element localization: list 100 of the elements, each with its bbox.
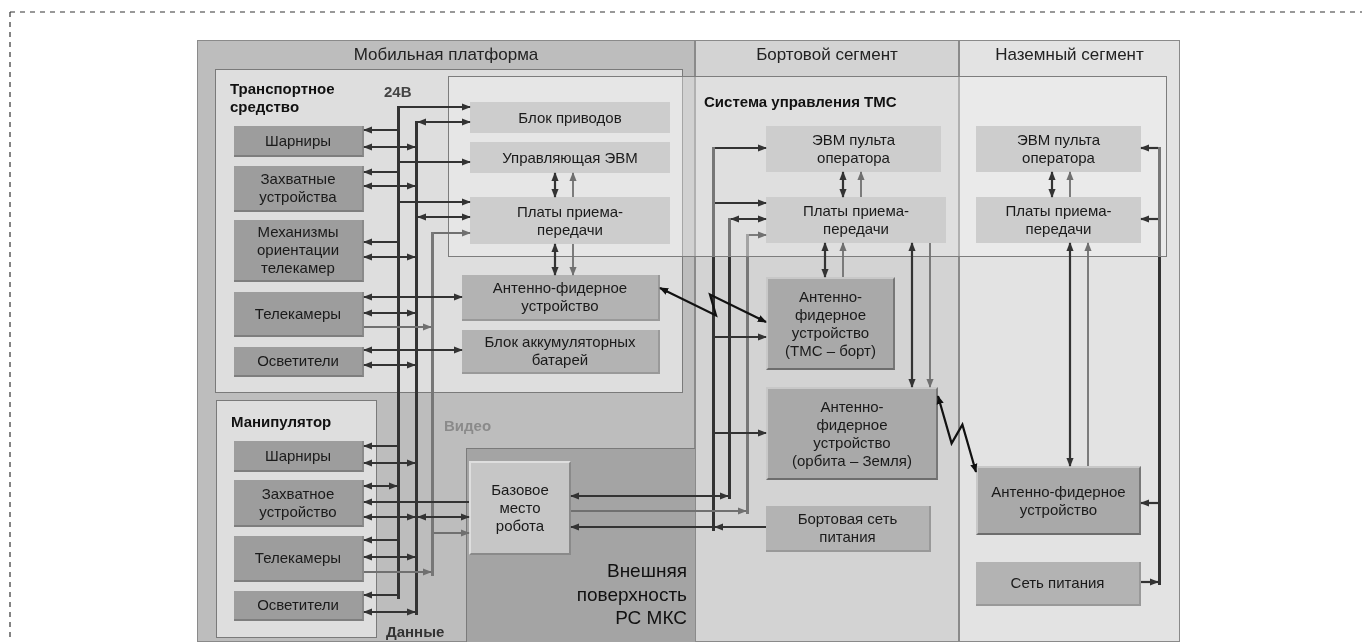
arrow bbox=[926, 242, 934, 388]
arrow bbox=[839, 242, 847, 278]
segment-panel bbox=[695, 40, 959, 642]
group-panel bbox=[216, 400, 377, 638]
panel-title: Бортовой сегмент bbox=[755, 45, 899, 65]
arrow bbox=[363, 608, 416, 616]
arrow bbox=[715, 333, 767, 341]
arrow bbox=[570, 507, 747, 515]
group-panel bbox=[215, 69, 683, 393]
arrow bbox=[363, 498, 469, 506]
arrow bbox=[1066, 171, 1074, 198]
process-box: ЭВМ пульта оператора bbox=[766, 126, 941, 172]
process-box: Осветители bbox=[234, 591, 364, 621]
surface-panel bbox=[466, 448, 696, 642]
arrow bbox=[417, 513, 470, 521]
arrow bbox=[363, 346, 397, 354]
arrow bbox=[714, 523, 766, 531]
arrow bbox=[433, 529, 470, 537]
bus-line bbox=[712, 147, 715, 531]
arrow bbox=[821, 242, 829, 278]
radio-link-arrow bbox=[936, 395, 978, 473]
arrow bbox=[551, 243, 559, 276]
process-box: Платы приема-передачи bbox=[976, 197, 1141, 243]
panel-title: Мобильная платформа bbox=[352, 45, 540, 65]
system-title: Система управления ТМС bbox=[704, 93, 897, 111]
bus-line bbox=[746, 234, 749, 514]
arrow bbox=[839, 171, 847, 198]
arrow bbox=[433, 229, 471, 237]
arrow bbox=[400, 103, 471, 111]
process-box: Шарниры bbox=[234, 441, 364, 472]
process-box: Базовое место робота bbox=[469, 461, 571, 555]
process-box: ЭВМ пульта оператора bbox=[976, 126, 1141, 172]
process-box: Телекамеры bbox=[234, 292, 364, 337]
arrow bbox=[569, 243, 577, 276]
arrow bbox=[908, 242, 916, 388]
arrow bbox=[417, 213, 471, 221]
arrow bbox=[363, 482, 398, 490]
arrow bbox=[363, 459, 416, 467]
arrow bbox=[715, 429, 767, 437]
panel-title: Манипулятор bbox=[231, 413, 333, 431]
process-box: Антенно-фидерное устройство bbox=[462, 275, 660, 321]
panel-title: Транспортное средство bbox=[230, 80, 336, 116]
arrow bbox=[1140, 144, 1158, 152]
radio-link-arrow bbox=[659, 287, 767, 323]
arrow bbox=[363, 513, 416, 521]
process-box: Платы приема-передачи bbox=[470, 197, 670, 244]
arrow bbox=[748, 231, 767, 239]
arrow bbox=[363, 323, 432, 331]
arrow bbox=[1066, 242, 1074, 467]
process-box: Механизмы ориентации телекамер bbox=[234, 220, 364, 282]
arrow bbox=[1084, 242, 1092, 467]
panel-title: Внешняя поверхность РС МКС bbox=[575, 558, 687, 630]
arrow bbox=[857, 171, 865, 198]
process-box: Блок приводов bbox=[470, 102, 670, 133]
process-box: Сеть питания bbox=[976, 562, 1141, 606]
arrow bbox=[363, 182, 416, 190]
process-box: Осветители bbox=[234, 347, 364, 377]
arrow bbox=[1141, 578, 1159, 586]
arrow bbox=[363, 553, 416, 561]
arrow bbox=[400, 293, 463, 301]
process-box: Захватное устройство bbox=[234, 480, 364, 527]
arrow bbox=[715, 144, 767, 152]
arrow bbox=[363, 309, 416, 317]
arrow bbox=[417, 118, 471, 126]
arrow bbox=[363, 568, 432, 576]
process-box: Шарниры bbox=[234, 126, 364, 157]
arrow bbox=[363, 238, 397, 246]
arrow bbox=[363, 168, 397, 176]
process-box: Блок аккумуляторных батарей bbox=[462, 330, 660, 374]
arrow bbox=[569, 172, 577, 198]
segment-panel bbox=[959, 40, 1180, 642]
arrow bbox=[400, 198, 471, 206]
arrow bbox=[570, 492, 729, 500]
process-box: Бортовая сеть питания bbox=[766, 506, 931, 552]
arrow bbox=[363, 126, 397, 134]
arrow bbox=[715, 199, 767, 207]
process-box: Управляющая ЭВМ bbox=[470, 142, 670, 173]
arrow bbox=[363, 442, 397, 450]
arrow bbox=[730, 215, 767, 223]
arrow bbox=[363, 361, 416, 369]
bus-label: 24В bbox=[384, 83, 412, 100]
arrow bbox=[570, 523, 712, 531]
process-box: Телекамеры bbox=[234, 536, 364, 582]
process-box: Захватные устройства bbox=[234, 166, 364, 212]
arrow bbox=[551, 172, 559, 198]
arrow bbox=[363, 143, 416, 151]
arrow bbox=[363, 293, 397, 301]
process-box: Антенно-фидерное устройство (орбита – Земля) bbox=[766, 387, 938, 480]
arrow bbox=[400, 346, 463, 354]
process-box: Антенно-фидерное устройство bbox=[976, 466, 1141, 535]
process-box: Платы приема-передачи bbox=[766, 197, 946, 243]
panel-title: Наземный сегмент bbox=[994, 45, 1145, 65]
arrow bbox=[1048, 171, 1056, 198]
bus-label: Данные bbox=[386, 623, 445, 640]
arrow bbox=[1140, 215, 1158, 223]
bus-line bbox=[1158, 147, 1161, 585]
bus-line bbox=[728, 218, 731, 499]
segment-panel bbox=[197, 40, 695, 642]
arrow bbox=[363, 591, 397, 599]
process-box: Антенно-фидерное устройство (ТМС – борт) bbox=[766, 277, 895, 370]
